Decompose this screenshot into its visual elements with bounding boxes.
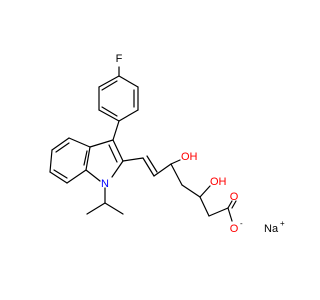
bond	[111, 160, 124, 178]
isopropyl-group	[86, 187, 124, 215]
bond	[101, 80, 118, 91]
carbonyl-oxygen-label: O	[230, 191, 239, 203]
hydroxyl-label-2: OH	[210, 176, 227, 188]
bond	[51, 137, 70, 151]
fluorophenyl-ring	[98, 66, 139, 122]
heptenoate-chain	[122, 155, 237, 222]
bond	[101, 106, 118, 117]
bond	[55, 142, 70, 153]
sodium-label: Na	[264, 223, 279, 235]
bond	[199, 185, 211, 198]
indole-benzene-ring	[49, 137, 91, 184]
bond	[118, 75, 139, 88]
bond	[146, 155, 158, 173]
structure-canvas: F N OH OH O O - Na +	[49, 53, 285, 235]
bond	[199, 196, 210, 217]
sodium-charge-label: +	[280, 219, 285, 228]
bond	[170, 163, 183, 186]
hydroxyl-label-1: OH	[181, 151, 198, 163]
molecule-structure: F N OH OH O O - Na +	[49, 53, 285, 235]
bond	[112, 120, 120, 141]
bond	[85, 169, 101, 182]
bond	[98, 75, 120, 88]
bond	[112, 139, 124, 162]
bond	[83, 150, 88, 166]
bond	[53, 169, 68, 179]
bond	[68, 137, 91, 148]
oxide-charge-label: -	[240, 219, 243, 228]
bond	[108, 144, 118, 163]
bond	[231, 200, 237, 209]
bond	[142, 157, 155, 177]
bond	[98, 109, 120, 122]
bond	[227, 207, 233, 222]
indole-pyrrole-ring	[85, 139, 124, 182]
bond	[118, 109, 139, 122]
oxide-oxygen-label: O	[230, 223, 239, 235]
bond	[181, 184, 201, 198]
fluorine-label: F	[116, 53, 123, 65]
bond	[49, 149, 53, 173]
bond	[89, 139, 114, 148]
bond	[208, 207, 229, 217]
bond	[104, 202, 124, 215]
bond	[66, 169, 87, 184]
bond	[170, 159, 181, 165]
bond	[153, 163, 172, 177]
bond	[86, 202, 106, 215]
bond	[85, 146, 91, 171]
bond	[49, 171, 68, 184]
bond	[122, 157, 144, 162]
nitrogen-label: N	[101, 178, 109, 190]
bond	[227, 200, 233, 209]
